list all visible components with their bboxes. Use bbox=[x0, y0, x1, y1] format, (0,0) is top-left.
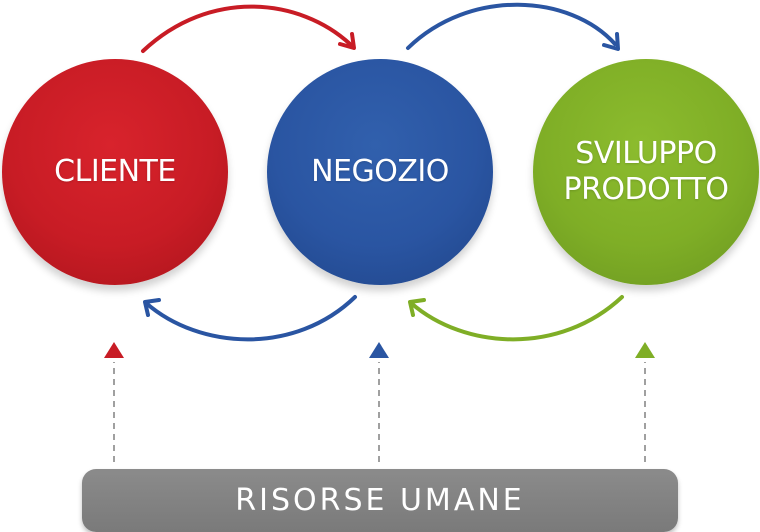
triangle-marker-negozio bbox=[369, 342, 389, 358]
arc-negozio-to-sviluppo bbox=[406, 2, 617, 50]
cliente-circle: CLIENTE bbox=[2, 59, 228, 285]
sviluppo-label-line1: SVILUPPO bbox=[575, 136, 717, 171]
arc-sviluppo-to-negozio bbox=[409, 295, 624, 342]
risorse-umane-label: RISORSE UMANE bbox=[235, 483, 525, 518]
risorse-umane-bar: RISORSE UMANE bbox=[82, 469, 678, 532]
triangle-marker-cliente bbox=[104, 342, 124, 358]
sviluppo-label-line2: PRODOTTO bbox=[563, 172, 730, 207]
negozio-circle: NEGOZIO bbox=[267, 59, 493, 285]
arrowhead-negozio-to-sviluppo bbox=[602, 32, 620, 51]
sviluppo-prodotto-circle: SVILUPPO PRODOTTO bbox=[533, 59, 759, 285]
negozio-label: NEGOZIO bbox=[311, 154, 449, 189]
arrowhead-negozio-to-cliente bbox=[143, 298, 161, 317]
triangle-marker-sviluppo bbox=[635, 342, 655, 358]
arrowhead-cliente-to-negozio bbox=[338, 32, 356, 50]
sviluppo-prodotto-label: SVILUPPO PRODOTTO bbox=[563, 136, 730, 208]
arrowhead-sviluppo-to-negozio bbox=[408, 298, 426, 317]
cliente-label: CLIENTE bbox=[54, 154, 176, 189]
arc-cliente-to-negozio bbox=[141, 4, 352, 53]
arc-negozio-to-cliente bbox=[144, 295, 357, 342]
